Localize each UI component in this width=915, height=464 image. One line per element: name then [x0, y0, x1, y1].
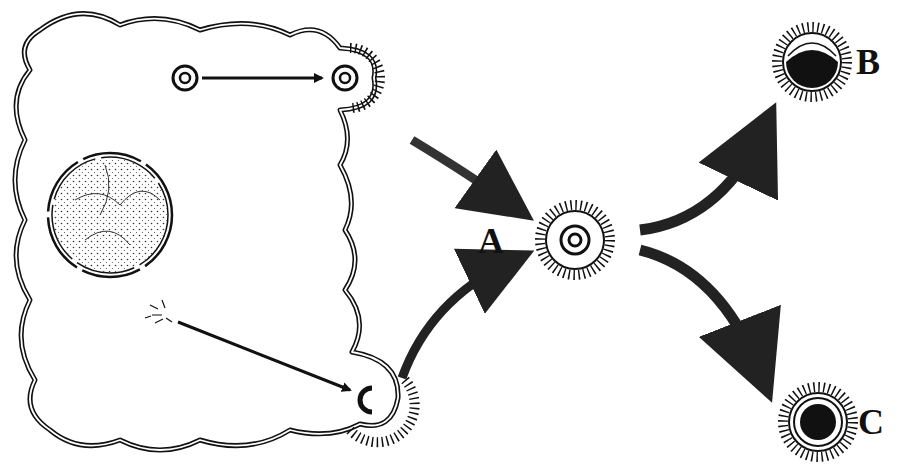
- coated-pit: [145, 300, 415, 442]
- coated-vesicle: [540, 205, 610, 275]
- vesicle-c: [783, 387, 853, 457]
- nucleus: [48, 153, 172, 277]
- vesicle-b: [777, 27, 847, 97]
- part-letter: B: [856, 44, 880, 80]
- pathway-arrows: [402, 132, 762, 378]
- secretory-vesicle: [173, 48, 380, 108]
- cell-membrane: [15, 14, 398, 450]
- part-letter: A: [478, 223, 504, 259]
- part-letter: C: [858, 404, 884, 440]
